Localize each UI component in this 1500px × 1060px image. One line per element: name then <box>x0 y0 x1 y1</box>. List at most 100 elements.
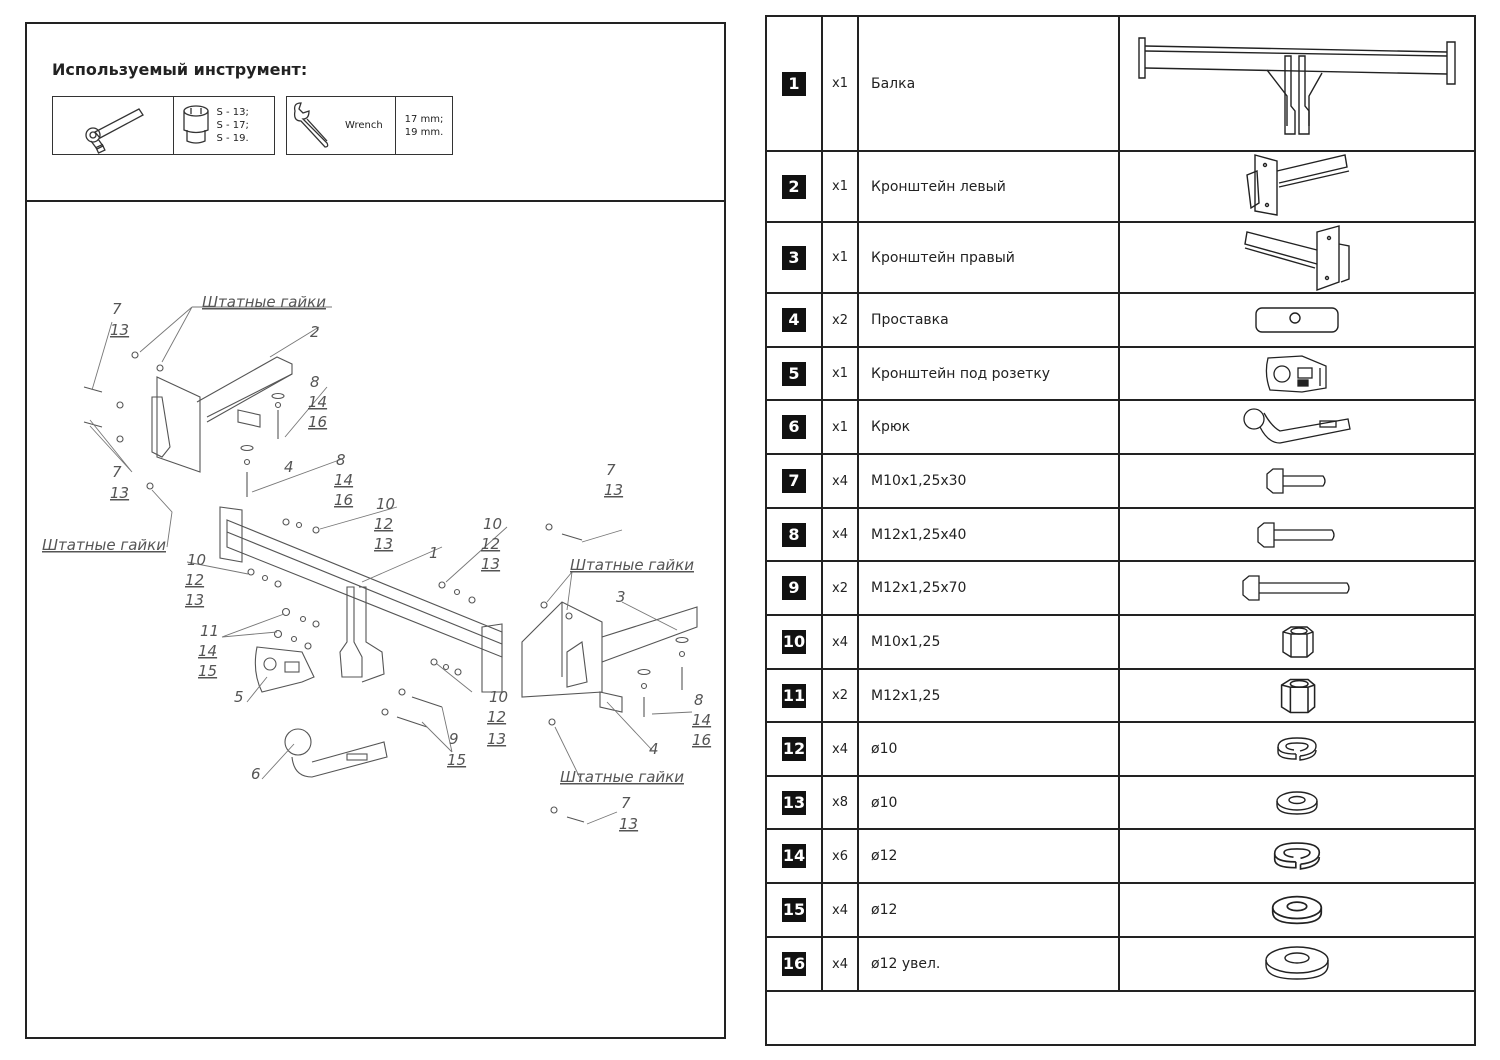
svg-text:12: 12 <box>487 708 506 726</box>
part-image-cell <box>1118 668 1474 723</box>
svg-text:8: 8 <box>336 451 346 469</box>
part-number-badge: 3 <box>782 245 806 270</box>
svg-text:16: 16 <box>334 491 353 509</box>
label-part-6: 6 <box>251 765 261 783</box>
part-image-cell <box>1118 399 1474 455</box>
part-quantity: x1 <box>821 399 859 455</box>
stack-7-13-b: 713 <box>110 463 129 502</box>
flat-washer-icon <box>1120 789 1474 817</box>
flat-washer-icon <box>1120 893 1474 927</box>
label-part-3: 3 <box>616 588 626 606</box>
part-number-badge: 5 <box>782 361 806 386</box>
part-name: Проставка <box>857 292 1120 348</box>
part-number-badge: 15 <box>782 898 806 922</box>
label-factory-nuts-2: Штатные гайки <box>42 536 166 554</box>
right-bracket-drawing <box>521 601 603 698</box>
part-name: M12x1,25x40 <box>857 507 1120 562</box>
svg-text:13: 13 <box>185 591 204 609</box>
part-image-cell <box>1118 775 1474 830</box>
part-image-cell <box>1118 150 1474 223</box>
wrench-cell: Wrench <box>287 97 396 154</box>
svg-text:13: 13 <box>374 535 393 553</box>
part-number-cell: 10 <box>767 614 823 670</box>
svg-text:13: 13 <box>110 321 129 339</box>
part-number-cell: 15 <box>767 882 823 938</box>
part-quantity: x1 <box>821 17 859 152</box>
part-number-cell: 6 <box>767 399 823 455</box>
left-bracket-drawing <box>156 376 201 473</box>
assembly-diagram: Штатные гайки Штатные гайки Штатные гайк… <box>42 293 711 833</box>
part-number-cell: 7 <box>767 453 823 509</box>
svg-text:14: 14 <box>308 393 327 411</box>
callout-labels: Штатные гайки Штатные гайки Штатные гайк… <box>42 293 711 833</box>
socket-size-17: S - 17; <box>216 120 249 131</box>
socket-bracket-icon <box>1120 352 1474 396</box>
svg-text:13: 13 <box>481 555 500 573</box>
fastener-drawings <box>83 351 689 823</box>
part-number-cell: 3 <box>767 221 823 294</box>
wrench-tool-box: Wrench 17 mm; 19 mm. <box>286 96 453 155</box>
svg-text:7: 7 <box>112 463 122 481</box>
right-bracket-icon <box>1120 224 1474 292</box>
label-part-4b: 4 <box>649 740 659 758</box>
ratchet-icon <box>85 108 144 154</box>
label-factory-nuts-1: Штатные гайки <box>202 293 326 311</box>
part-quantity: x2 <box>821 292 859 348</box>
part-number-cell: 9 <box>767 560 823 616</box>
part-name: ø12 <box>857 828 1120 884</box>
part-name: ø10 <box>857 775 1120 830</box>
leader-lines <box>89 306 693 825</box>
tools-title: Используемый инструмент: <box>52 60 308 79</box>
part-image-cell <box>1118 828 1474 884</box>
part-number-cell: 16 <box>767 936 823 992</box>
part-image-cell <box>1118 346 1474 401</box>
assembly-diagram-panel: Штатные гайки Штатные гайки Штатные гайк… <box>25 200 726 1039</box>
tools-panel: Используемый инструмент: <box>25 22 726 202</box>
part-name: M10x1,25 <box>857 614 1120 670</box>
part-number-cell: 5 <box>767 346 823 401</box>
part-quantity: x4 <box>821 721 859 777</box>
blank-footer-cell <box>767 990 1474 1046</box>
stack-7-13-d: 713 <box>619 794 638 833</box>
part-quantity: x4 <box>821 936 859 992</box>
part-name: ø12 <box>857 882 1120 938</box>
part-quantity: x8 <box>821 775 859 830</box>
wrench-label: Wrench <box>345 120 383 131</box>
part-number-badge: 13 <box>782 790 806 815</box>
large-washer-icon <box>1120 943 1474 985</box>
beam-icon <box>1120 26 1474 141</box>
svg-text:12: 12 <box>481 535 500 553</box>
label-factory-nuts-4: Штатные гайки <box>560 768 684 786</box>
part-number-cell: 13 <box>767 775 823 830</box>
stack-7-13-c: 713 <box>604 461 623 499</box>
svg-text:7: 7 <box>606 461 616 479</box>
svg-text:16: 16 <box>308 413 327 431</box>
part-image-cell <box>1118 936 1474 992</box>
part-name: M12x1,25x70 <box>857 560 1120 616</box>
bolt-icon <box>1120 520 1474 550</box>
part-quantity: x4 <box>821 453 859 509</box>
svg-text:10: 10 <box>187 551 206 569</box>
socket-cell: S - 13; S - 17; S - 19. <box>174 97 274 154</box>
socket-tool-box: S - 13; S - 17; S - 19. <box>52 96 275 155</box>
part-image-cell <box>1118 292 1474 348</box>
ratchet-cell <box>53 97 175 154</box>
part-quantity: x1 <box>821 346 859 401</box>
part-image-cell <box>1118 614 1474 670</box>
blank-footer-row <box>767 990 1474 1046</box>
